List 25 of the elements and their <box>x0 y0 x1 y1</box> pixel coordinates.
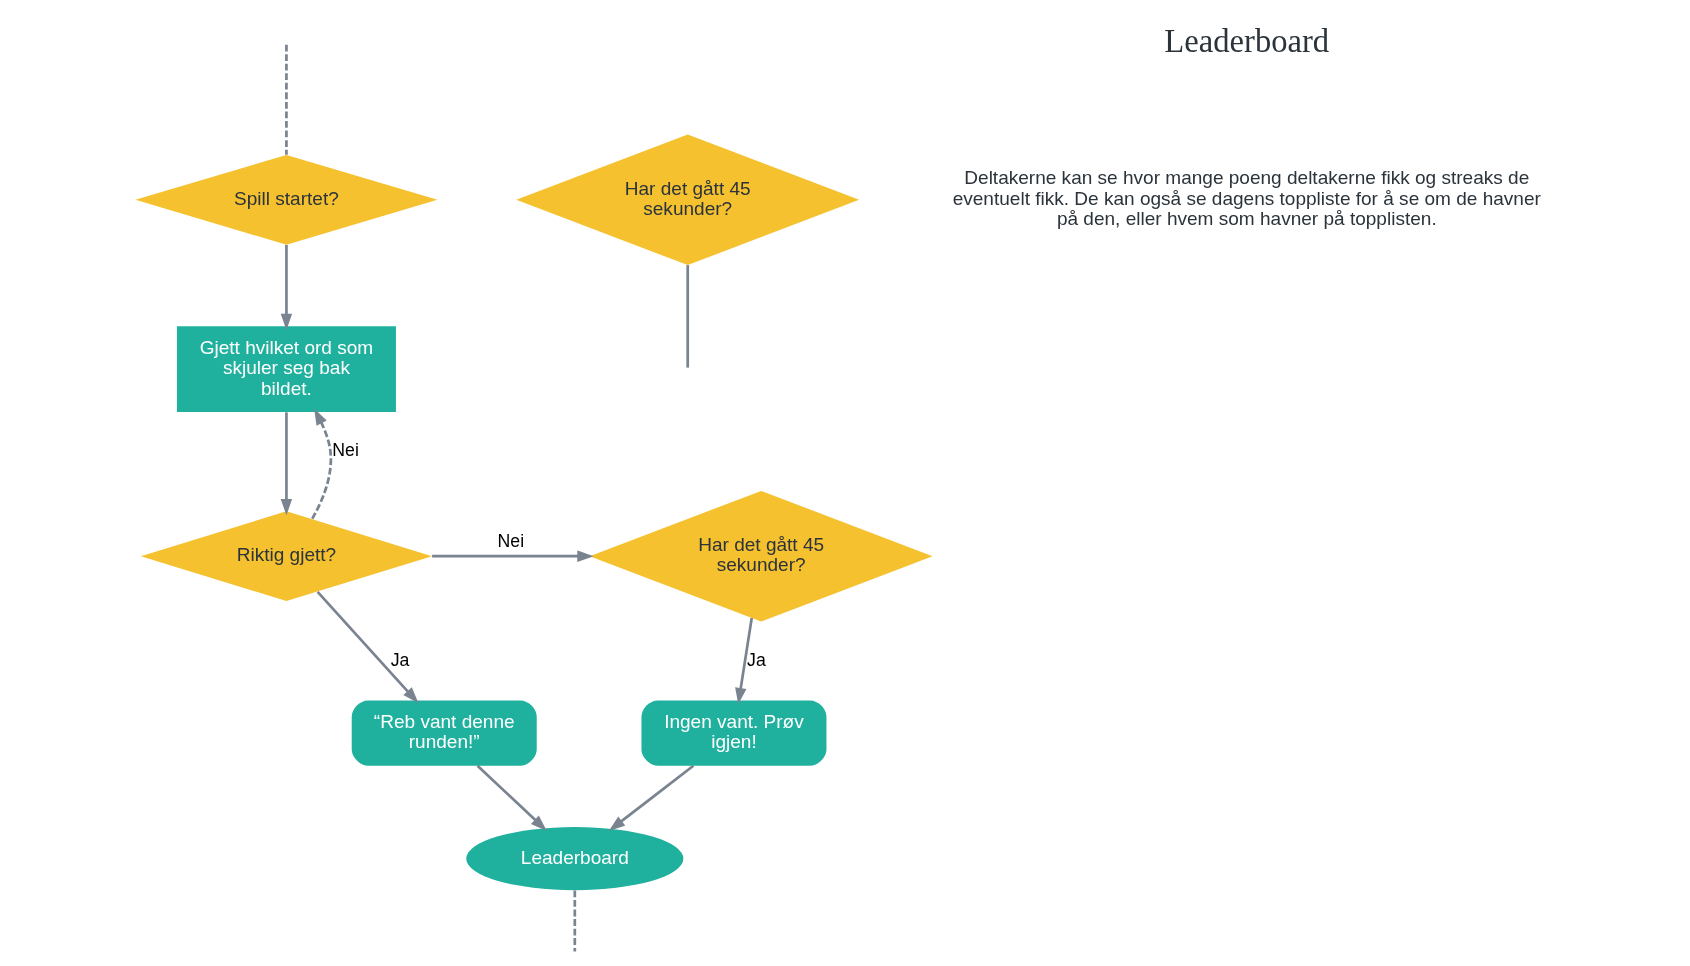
arrow <box>608 764 694 832</box>
node-diamond: Har det gått 45 sekunder? <box>589 490 933 622</box>
arrow <box>280 412 292 516</box>
label: Deltakerne kan se hvor mange poeng deltakerne fikk og streaks de eventuelt fikk. De kan også se dagens toppliste for å se om de havner på den, eller hvem som havner på topplisten. <box>952 167 1541 230</box>
edge-label: Ja <box>390 649 409 670</box>
arrow <box>316 591 419 704</box>
arrow <box>310 408 332 520</box>
label: Leaderboard <box>1163 22 1329 59</box>
node-diamond: Har det gått 45 sekunder? <box>515 134 859 266</box>
arrow <box>734 617 753 705</box>
edge-label: Nei <box>331 440 359 461</box>
arrow <box>280 244 292 331</box>
node-box: Gjett hvilket ord som skjuler seg bak bildet. <box>176 326 396 412</box>
connector <box>685 265 689 368</box>
connector <box>284 44 288 155</box>
connector <box>572 890 576 952</box>
node-diamond: Spill startet? <box>134 154 437 245</box>
edge-label: Ja <box>746 649 766 670</box>
node-box: Ingen vant. Prøv igjen! <box>640 700 826 766</box>
arrow <box>431 550 594 562</box>
node-ellipse: Leaderboard <box>465 827 683 891</box>
node-diamond: Riktig gjett? <box>140 511 432 602</box>
arrow <box>476 764 547 831</box>
edge-label: Nei <box>497 531 524 552</box>
node-box: “Reb vant denne runden!” <box>351 700 537 766</box>
